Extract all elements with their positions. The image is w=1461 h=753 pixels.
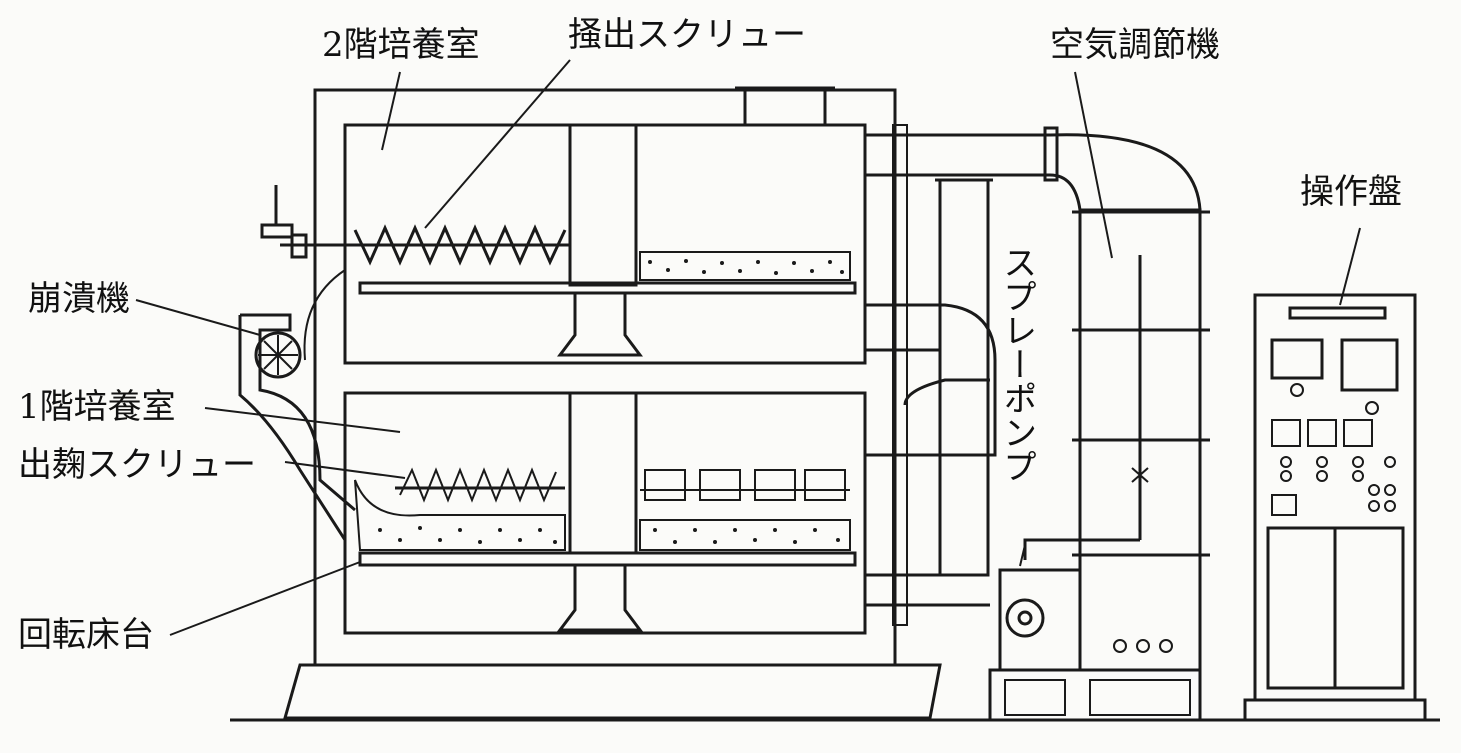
arrow-culture-room-2f — [381, 71, 401, 151]
screw-coupling — [290, 233, 308, 259]
pump-hub — [1017, 610, 1033, 626]
lower-floor-plate — [358, 551, 857, 567]
label-rotating-floor: 回転床台 — [18, 615, 154, 655]
pipe-valve — [1131, 467, 1149, 483]
upper-air-duct-inner — [865, 173, 1082, 211]
pump-base — [988, 668, 1202, 722]
arrow-culture-room-1f — [204, 407, 401, 433]
crusher-blades — [258, 335, 298, 375]
control-meter-left — [1270, 338, 1324, 380]
control-lamp-2 — [1365, 401, 1379, 415]
upper-support — [557, 291, 643, 357]
control-lamp-1 — [1290, 383, 1304, 397]
label-koji-out-screw: 出麹スクリュー — [18, 445, 256, 485]
arrow-spray-pump — [1019, 544, 1026, 567]
lower-koji-bed-right — [639, 519, 851, 551]
label-control-panel: 操作盤 — [1300, 172, 1402, 212]
pump-gauges — [1113, 639, 1173, 653]
crusher-chute-outer — [238, 315, 347, 555]
screw-drive-motor — [260, 223, 294, 239]
pump-base-panel — [1004, 679, 1066, 716]
pump-impeller — [1005, 598, 1045, 638]
duct-flange — [1043, 126, 1059, 182]
lower-support — [557, 563, 643, 632]
scraper-blocks — [640, 469, 850, 501]
upper-bed-dots — [648, 259, 844, 275]
arrow-rotating-floor — [169, 561, 361, 636]
arrow-stirring-screw — [424, 59, 571, 229]
label-stirring-screw: 掻出スクリュー — [568, 15, 806, 55]
arrow-crusher — [135, 299, 261, 336]
middle-air-duct — [865, 303, 997, 457]
pump-base-panel-2 — [1089, 679, 1191, 716]
spray-pump-body — [998, 568, 1082, 672]
label-crusher: 崩潰機 — [28, 279, 130, 319]
arrow-koji-out-screw — [284, 461, 406, 479]
control-panel-base — [1243, 698, 1427, 722]
top-vent — [743, 88, 827, 127]
control-meter-right — [1340, 338, 1399, 392]
upper-center-column — [568, 123, 638, 287]
upper-koji-bed — [639, 251, 851, 281]
control-switches — [1271, 419, 1396, 516]
stirring-screw-flights — [353, 224, 567, 266]
label-air-conditioner: 空気調節機 — [1050, 25, 1220, 65]
upper-air-duct — [865, 133, 1202, 211]
arrow-control-panel — [1339, 227, 1361, 306]
pump-pipe — [1023, 538, 1140, 560]
lower-duct-elbow — [903, 378, 990, 406]
duct-connector-strip — [892, 124, 908, 626]
label-spray-pump: スプレーポンプ — [996, 245, 1037, 483]
lower-chamber — [343, 391, 867, 635]
label-culture-room-1f: 1階培養室 — [18, 387, 176, 427]
base-pedestal — [283, 663, 942, 720]
crusher-rotor — [254, 331, 302, 379]
koji-out-screw-flights — [399, 467, 557, 503]
lower-bed-dots — [378, 526, 840, 544]
crusher-feed-line — [303, 269, 346, 361]
control-panel-nameplate — [1288, 306, 1387, 320]
label-culture-room-2f: 2階培養室 — [322, 25, 480, 65]
lower-center-column — [568, 391, 638, 555]
spray-column — [938, 178, 990, 577]
leader-arrows — [135, 59, 1361, 636]
lower-koji-bed-left — [354, 479, 566, 551]
outer-housing — [313, 88, 897, 667]
arrow-air-conditioner — [1074, 71, 1113, 259]
